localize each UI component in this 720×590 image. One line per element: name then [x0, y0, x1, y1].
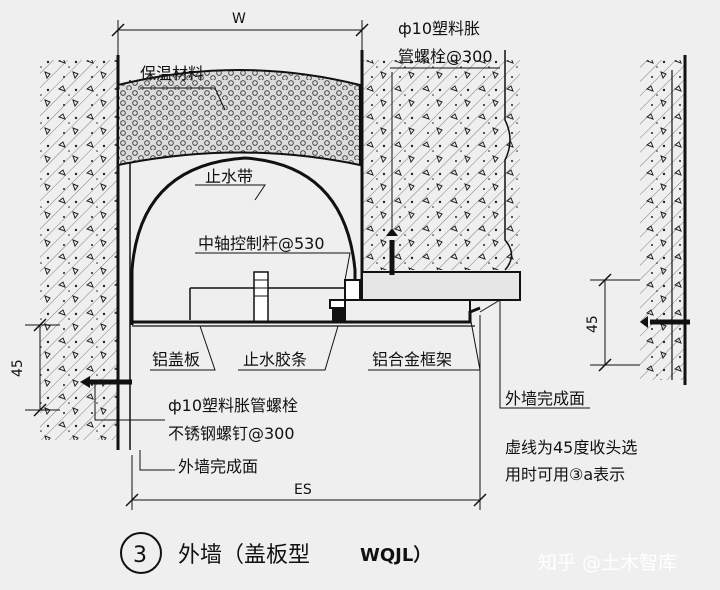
caption-code: WQJL） — [360, 545, 431, 566]
dimension-right-45: 45 — [585, 273, 640, 372]
far-right-wall — [640, 55, 690, 385]
left-wall — [40, 55, 131, 450]
left-anchor-bolt — [80, 376, 132, 388]
cover-plate — [132, 306, 481, 327]
right-wall — [360, 50, 521, 301]
rubber-strip-label: 止水胶条 — [243, 350, 307, 369]
waterstop-band — [130, 156, 357, 325]
dimension-w: W — [111, 11, 369, 60]
leader-lines — [94, 67, 590, 471]
alloy-frame — [329, 279, 471, 323]
alloy-frame-label: 铝合金框架 — [372, 350, 452, 369]
dimension-left-45: 45 — [10, 318, 60, 417]
insulation-label: 保温材料 — [140, 64, 204, 83]
center-control-rod — [189, 271, 355, 323]
top-anchor-label-line1: ф10塑料胀 — [398, 19, 480, 38]
note-line2: 用时可用③a表示 — [505, 465, 625, 484]
insulation-block — [117, 69, 361, 167]
figure-caption: 3 外墙（盖板型 WQJL） — [120, 532, 431, 574]
center-rod-label: 中轴控制杆@530 — [198, 234, 325, 253]
dimension-right-45-label: 45 — [585, 315, 601, 333]
dimension-w-label: W — [232, 11, 246, 27]
top-anchor-label-line2: 管螺栓@300 — [398, 47, 493, 66]
caption-title: 外墙（盖板型 — [178, 543, 310, 568]
wall-finish-right-label: 外墙完成面 — [505, 389, 585, 408]
waterstop-band-label: 止水带 — [205, 167, 253, 186]
wall-finish-left-label: 外墙完成面 — [178, 457, 258, 476]
dimension-es-label: ES — [294, 482, 312, 498]
caption-number: 3 — [133, 543, 147, 568]
note-line1: 虚线为45度收头选 — [505, 438, 637, 457]
dimension-left-45-label: 45 — [10, 359, 26, 377]
cover-plate-label: 铝盖板 — [152, 350, 200, 369]
top-anchor-bolt — [386, 228, 398, 275]
watermark: 知乎 @土木智库 — [538, 552, 677, 574]
anchor-bolt-label: ф10塑料胀管螺栓 — [168, 396, 298, 415]
caption-number-circle — [120, 532, 162, 574]
dimension-es: ES — [125, 315, 487, 510]
screw-label: 不锈钢螺钉@300 — [168, 424, 295, 443]
